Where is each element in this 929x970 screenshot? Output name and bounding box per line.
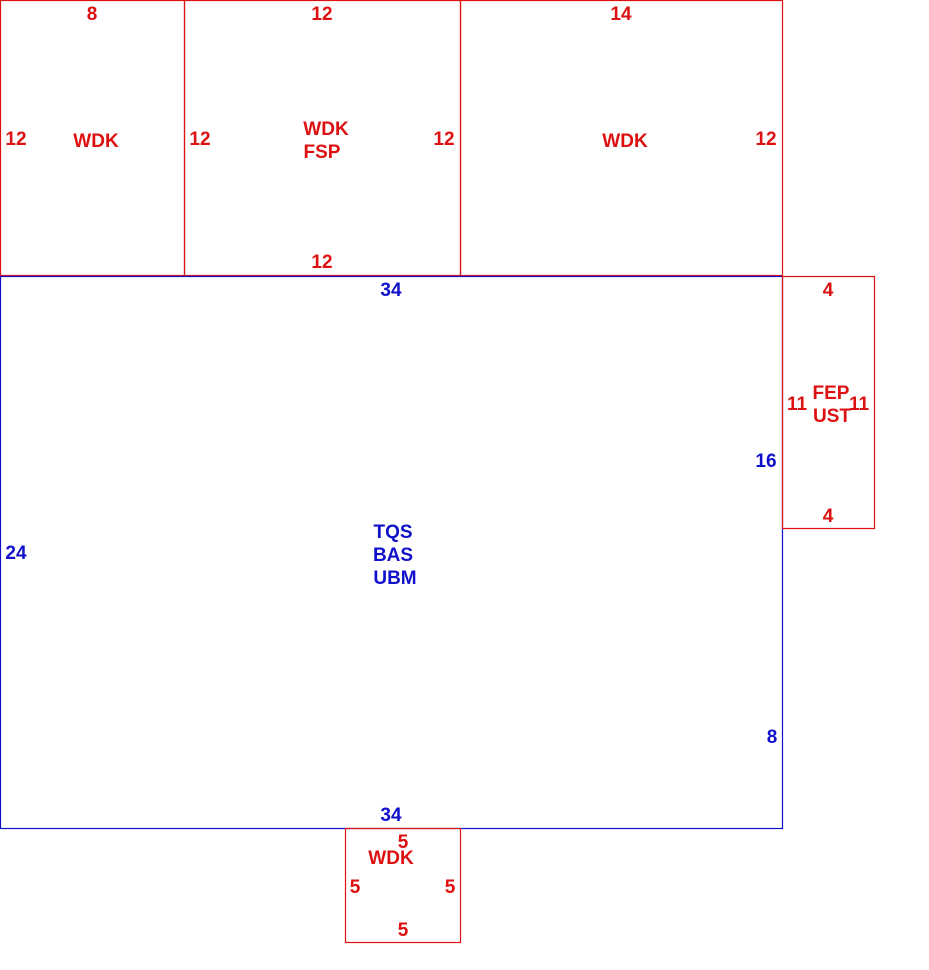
bottom-bay-dim-right: 5 <box>445 877 456 898</box>
bottom-bay-dim-bottom: 5 <box>398 920 409 941</box>
room-3-dim-top: 14 <box>610 4 632 25</box>
room-2-dim-right: 12 <box>433 129 454 150</box>
side-bay-dim-left: 11 <box>787 394 808 415</box>
main-area-code-1: TQS <box>373 522 412 543</box>
bottom-bay-dim-left: 5 <box>350 877 361 898</box>
side-bay-dim-top: 4 <box>823 280 834 301</box>
side-bay-code-2: UST <box>813 406 851 427</box>
main-area-dim-right-lower: 8 <box>767 727 778 748</box>
room-2-code-2: FSP <box>304 142 341 163</box>
side-bay-dim-right: 11 <box>849 394 870 415</box>
main-area-dim-top: 34 <box>380 280 402 301</box>
main-area-dim-left: 24 <box>5 543 27 564</box>
bottom-bay-dim-top: 5 <box>398 832 409 853</box>
main-area-dim-right-upper: 16 <box>755 451 776 472</box>
side-bay-code-1: FEP <box>813 383 850 404</box>
main-area-code-2: BAS <box>373 545 413 566</box>
side-bay-outline <box>781 275 876 530</box>
room-2-code-1: WDK <box>303 119 349 140</box>
main-area-code-3: UBM <box>373 568 416 589</box>
room-3-outline <box>459 0 784 277</box>
room-2-dim-bottom: 12 <box>311 252 332 273</box>
bottom-bay-code: WDK <box>368 848 414 869</box>
room-1-dim-left: 12 <box>5 129 26 150</box>
bottom-bay-outline <box>344 827 462 944</box>
room-1-code: WDK <box>73 131 119 152</box>
room-1-dim-top: 8 <box>87 4 98 25</box>
room-3-code: WDK <box>602 131 648 152</box>
room-2-dim-top: 12 <box>311 4 332 25</box>
room-3-dim-right: 12 <box>755 129 776 150</box>
room-1-dim-right: 12 <box>189 129 210 150</box>
main-area-dim-bottom: 34 <box>380 805 402 826</box>
side-bay-dim-bottom: 4 <box>823 506 834 527</box>
